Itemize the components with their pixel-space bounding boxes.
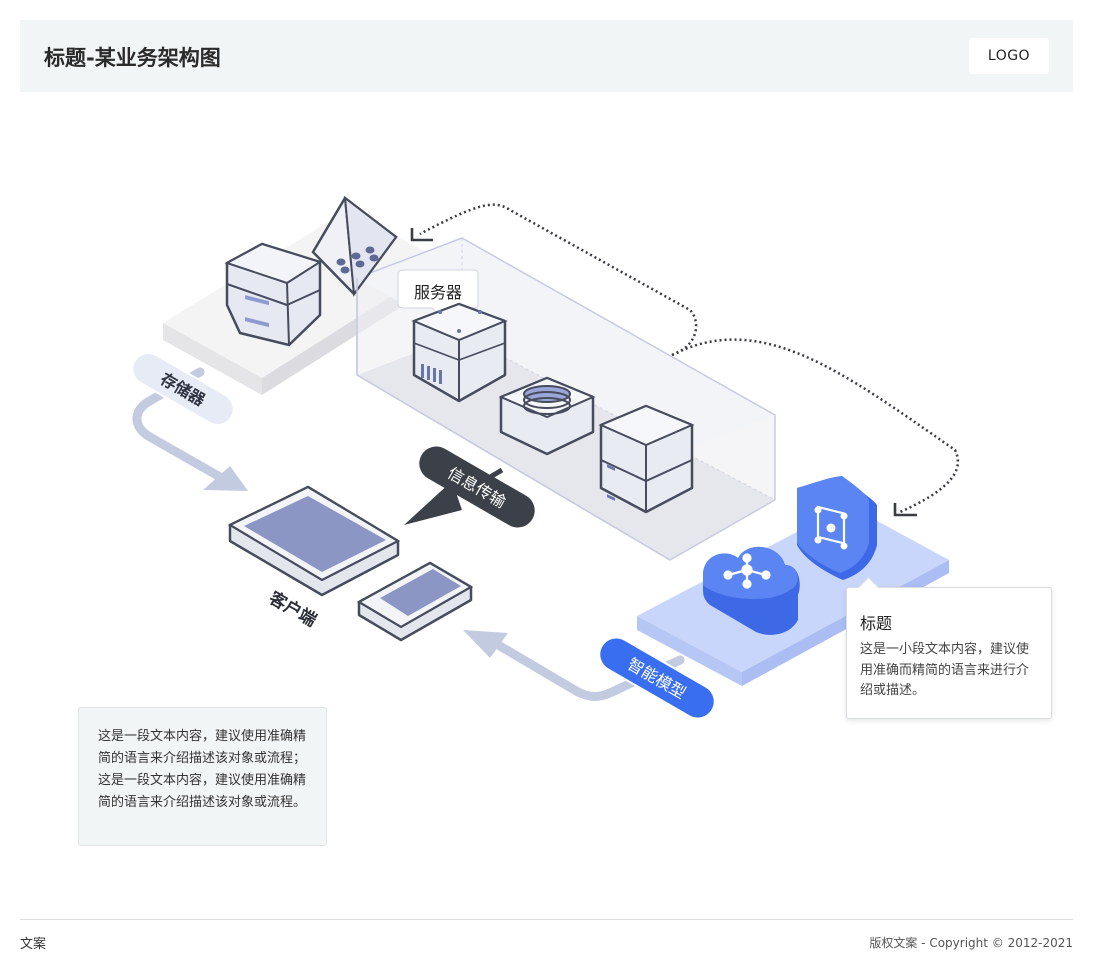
- storage-flow-arrow: [132, 367, 248, 491]
- server-cube-icon: [411, 302, 508, 403]
- connector-arrowhead-right: [893, 503, 917, 517]
- footer-text: 文案: [20, 937, 47, 952]
- model-callout: 标题 这是一小段文本内容，建议使用准确而精简的语言来进行介绍或描述。: [846, 576, 1052, 719]
- callout-text: 这是一小段文本内容，建议使用准确而精简的语言来进行介绍或描述。: [860, 642, 1030, 698]
- client-label: 客户端: [265, 587, 321, 631]
- description-text: 这是一段文本内容，建议使用准确精简的语言来介绍描述该对象或流程；这是一段文本内容…: [98, 729, 307, 810]
- phone-icon: [356, 561, 474, 642]
- model-flow-arrow: [463, 630, 685, 701]
- footer-copyright: 版权文案 - Copyright © 2012-2021: [869, 936, 1073, 950]
- database-cube-icon: [498, 376, 596, 456]
- header-bar: 标题-某业务架构图 LOGO: [20, 20, 1073, 92]
- shield-icon: [797, 476, 877, 580]
- callout-title: 标题: [860, 614, 893, 633]
- logo-button[interactable]: LOGO: [969, 38, 1049, 74]
- hexagon-storage-icon: [224, 242, 323, 347]
- cloud-network-icon: [703, 546, 800, 635]
- tablet-icon: [227, 485, 401, 597]
- rack-server-icon: [598, 404, 695, 514]
- dotted-connector: [419, 203, 960, 514]
- connector-arrowhead-left: [410, 228, 433, 242]
- server-label: 服务器: [414, 283, 462, 302]
- server-container-front-edge: [356, 278, 671, 561]
- footer-divider: [20, 919, 1073, 920]
- pyramid-device-icon: [311, 195, 398, 297]
- page-title: 标题-某业务架构图: [44, 46, 221, 70]
- description-box: 这是一段文本内容，建议使用准确精简的语言来介绍描述该对象或流程；这是一段文本内容…: [78, 707, 327, 846]
